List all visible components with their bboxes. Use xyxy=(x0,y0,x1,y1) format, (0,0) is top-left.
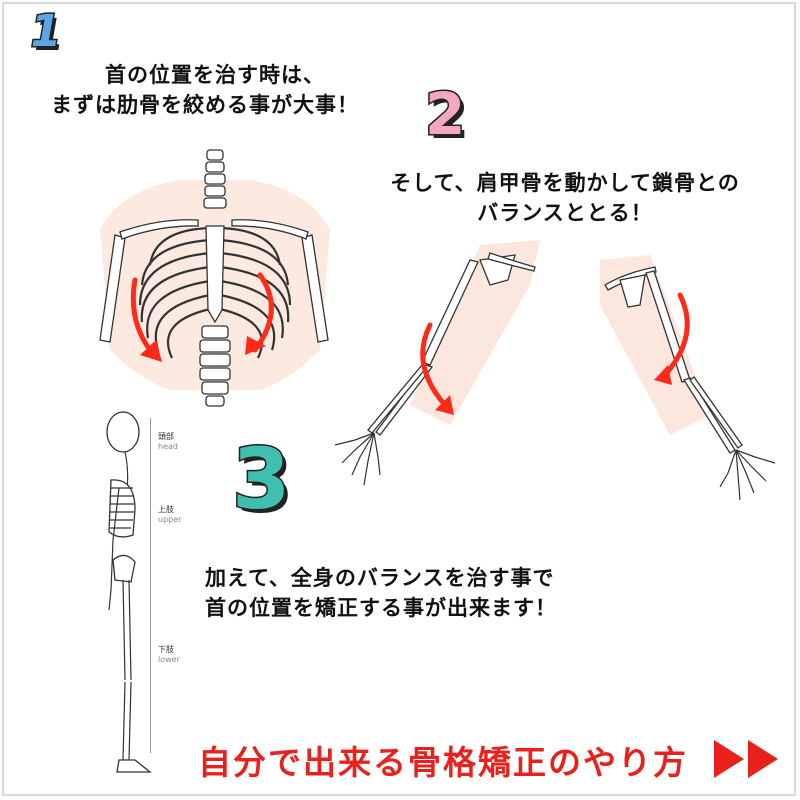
squeeze-arrow-right-head xyxy=(245,336,266,355)
step2-line2: バランスととる！ xyxy=(477,201,653,225)
label-head-en: head xyxy=(158,442,178,451)
double-play-arrow-icon[interactable] xyxy=(712,738,782,780)
right-arm-arrow xyxy=(662,292,690,378)
label-upper-en: upper xyxy=(158,515,182,524)
step3-caption: 加えて、全身のバランスを治す事で 首の位置を矯正する事が出来ます！ xyxy=(205,563,645,623)
label-head-jp: 頭部 xyxy=(158,432,174,441)
label-lower-jp: 下肢 xyxy=(158,645,174,654)
squeeze-arrow-right xyxy=(252,272,274,353)
step2-line1: そして、肩甲骨を動かして鎖骨との xyxy=(390,171,740,195)
right-arm-arrow-head xyxy=(654,365,672,385)
pelvis xyxy=(112,554,136,583)
left-arm-highlight xyxy=(410,240,540,425)
ribcage-illustration xyxy=(99,149,330,407)
step1-line2: まずは肋骨を絞める事が大事！ xyxy=(51,93,359,117)
right-arm-illustration xyxy=(600,255,776,501)
left-clavicle xyxy=(119,219,199,240)
squeeze-arrow-left-head xyxy=(140,340,162,362)
step1-line1: 首の位置を治す時は、 xyxy=(105,63,325,87)
step2-caption: そして、肩甲骨を動かして鎖骨との バランスととる！ xyxy=(355,168,775,228)
step-number-2: 2 xyxy=(423,79,466,150)
label-upper: 上肢 upper xyxy=(158,505,181,525)
label-lower: 下肢 lower xyxy=(158,645,180,665)
step-number-3: 3 xyxy=(230,429,291,530)
right-clavicle xyxy=(231,219,309,240)
full-skeleton-illustration xyxy=(106,411,152,773)
step-number-2-text: 2 xyxy=(423,79,466,150)
label-head: 頭部 head xyxy=(158,432,178,452)
right-forearm-1 xyxy=(683,377,736,454)
spine xyxy=(199,149,231,407)
footer-title[interactable]: 自分で出来る骨格矯正のやり方 xyxy=(198,743,688,782)
step-number-3-text: 3 xyxy=(230,429,291,530)
skeleton-scale-line xyxy=(150,418,151,753)
thigh-bone xyxy=(122,579,126,681)
sternum xyxy=(205,225,225,324)
torso-rib-lines xyxy=(110,487,134,529)
left-forearm-1 xyxy=(375,364,434,436)
label-upper-jp: 上肢 xyxy=(158,505,174,514)
shin-bone xyxy=(122,681,132,761)
arm-bone xyxy=(108,487,120,611)
left-clavicle-bone xyxy=(487,252,536,272)
left-arm-arrow-head xyxy=(435,395,454,415)
right-forearm-2 xyxy=(689,376,743,449)
skull xyxy=(106,411,140,453)
thigh-bone-2 xyxy=(128,579,132,681)
left-hand xyxy=(334,432,381,486)
foot xyxy=(116,759,152,773)
step3-line2: 首の位置を矯正する事が出来ます！ xyxy=(205,596,557,620)
right-scapula xyxy=(619,274,646,308)
right-hand xyxy=(719,449,776,501)
label-lower-en: lower xyxy=(158,655,180,664)
left-upper-arm xyxy=(421,259,479,366)
squeeze-arrow-left xyxy=(130,277,153,353)
left-arm-illustration xyxy=(334,240,540,486)
left-arm-arrow xyxy=(420,322,448,408)
ribs xyxy=(138,226,292,359)
step1-caption: 首の位置を治す時は、 まずは肋骨を絞める事が大事！ xyxy=(0,60,410,120)
step3-line1: 加えて、全身のバランスを治す事で xyxy=(205,566,555,590)
